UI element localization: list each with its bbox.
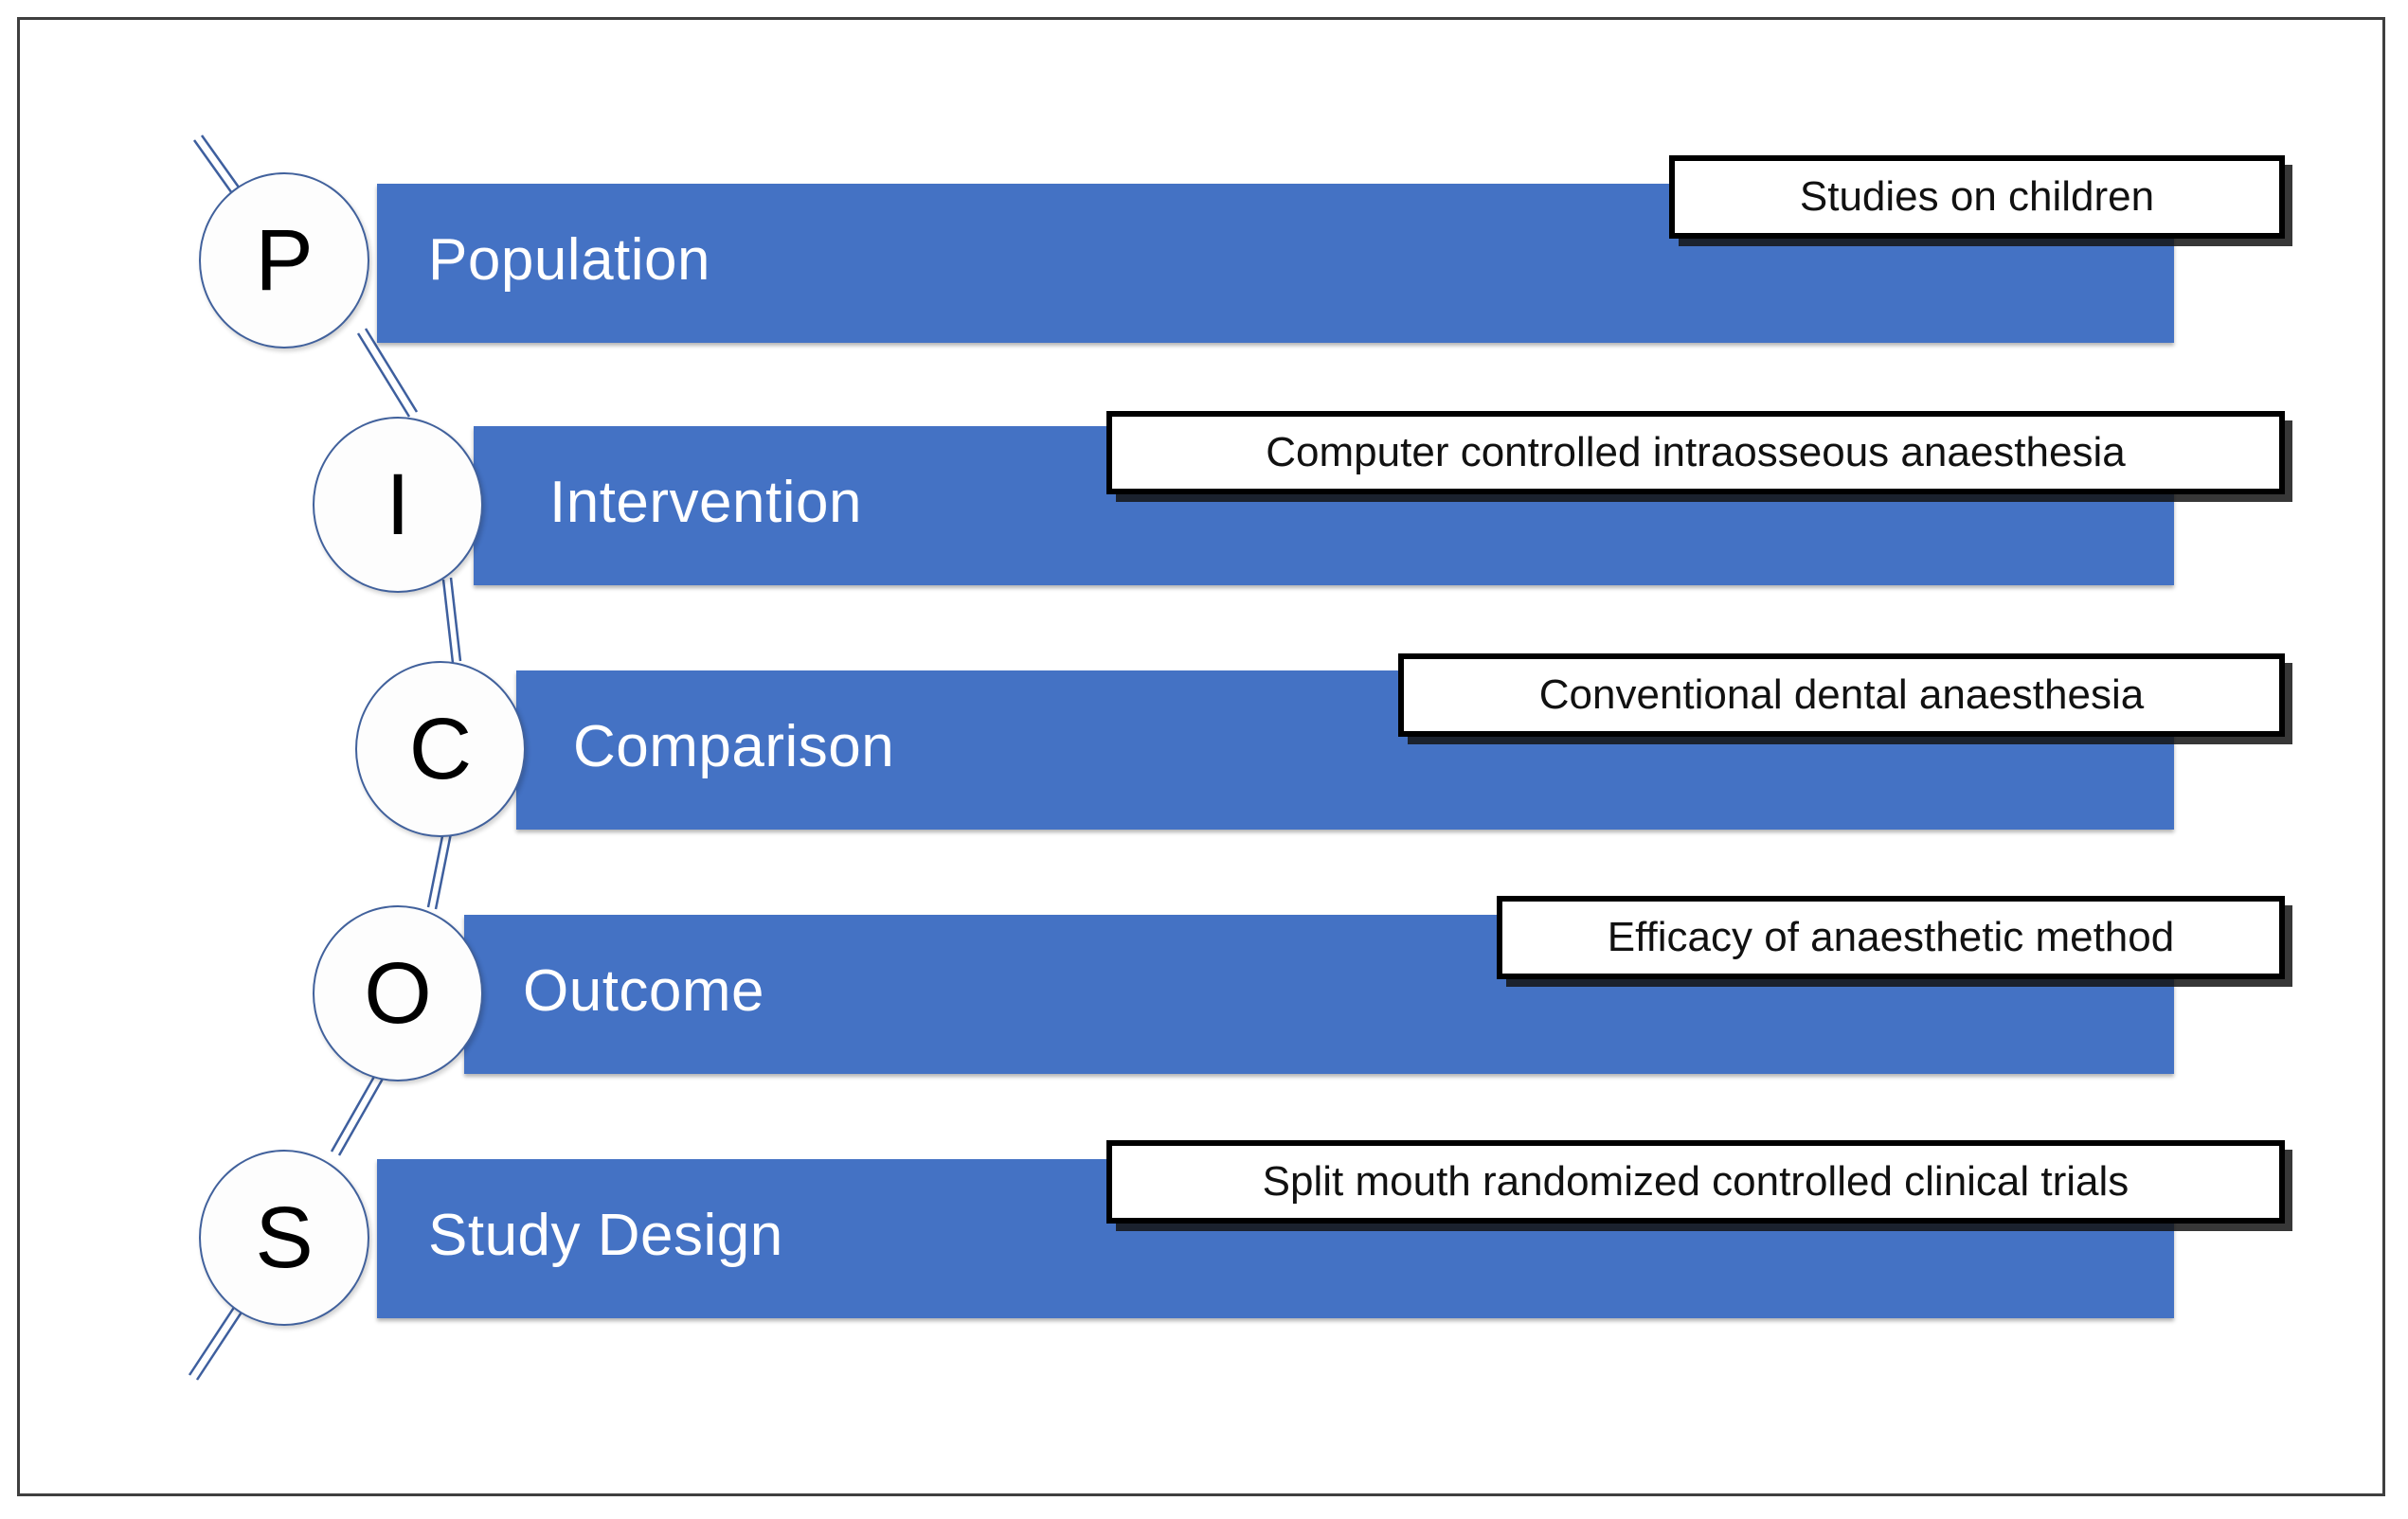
callout-text-outcome: Efficacy of anaesthetic method [1607,914,2175,960]
bar-population: Population [377,184,2174,343]
callout-text-comparison: Conventional dental anaesthesia [1538,671,2145,718]
callout-population: Studies on children [1669,155,2285,239]
circle-s: S [199,1150,369,1326]
circle-p: P [199,172,369,348]
bar-label-study-design: Study Design [428,1203,783,1268]
circle-letter-s: S [255,1189,314,1286]
callout-text-study-design: Split mouth randomized controlled clinic… [1262,1158,2129,1205]
bar-label-comparison: Comparison [573,714,895,779]
circle-c: C [355,661,526,837]
circle-letter-o: O [364,945,432,1042]
bar-label-outcome: Outcome [523,958,765,1024]
callout-intervention: Computer controlled intraosseous anaesth… [1106,411,2285,494]
circle-letter-c: C [408,701,473,797]
bar-label-population: Population [428,227,711,293]
callout-text-population: Studies on children [1799,173,2155,220]
bar-label-intervention: Intervention [549,470,862,535]
callout-study-design: Split mouth randomized controlled clinic… [1106,1140,2285,1224]
circle-letter-i: I [386,456,410,553]
callout-comparison: Conventional dental anaesthesia [1398,653,2285,737]
circle-i: I [313,417,483,593]
callout-text-intervention: Computer controlled intraosseous anaesth… [1266,429,2126,475]
circle-o: O [313,905,483,1081]
circle-letter-p: P [255,212,314,309]
callout-outcome: Efficacy of anaesthetic method [1497,896,2285,979]
